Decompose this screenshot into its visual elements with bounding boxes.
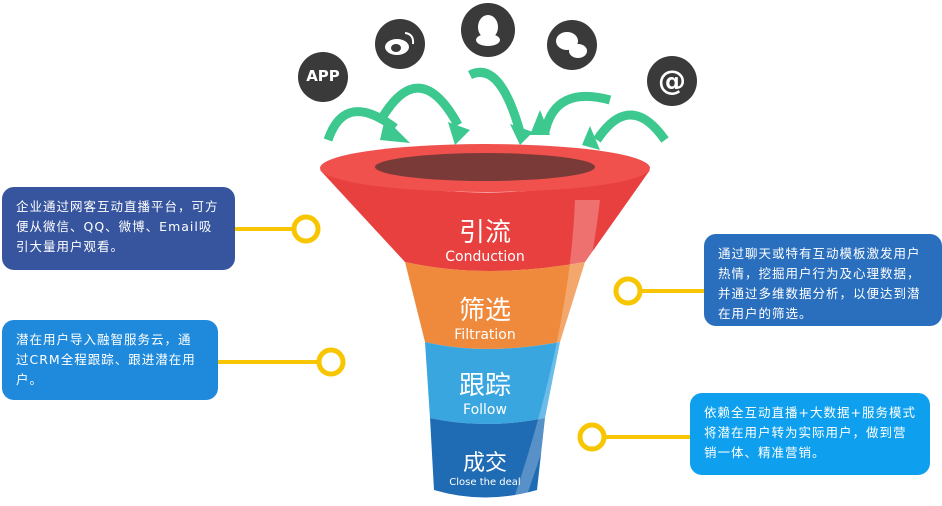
- note-follow: 潜在用户导入融智服务云，通过CRM全程跟踪、跟进潜在用户。: [2, 320, 218, 400]
- app-icon-bg: [298, 52, 348, 102]
- stage-subtitle: Conduction: [445, 249, 525, 265]
- stage-2-segment: [405, 262, 585, 349]
- note-close: 依赖全互动直播+大数据+服务模式将潜在用户转为实际用户，做到营销一体、精准营销。: [690, 393, 930, 475]
- stage-title: 引流: [458, 218, 511, 248]
- stage-subtitle: Close the deal: [449, 477, 521, 488]
- at-icon: @: [658, 64, 686, 97]
- qq-icon: [476, 15, 500, 46]
- at-icon-bg: [647, 56, 697, 106]
- note-conduction: 企业通过网客互动直播平台，可方便从微信、QQ、微博、Email吸引大量用户观看。: [2, 187, 235, 270]
- wechat-icon: [556, 32, 587, 58]
- funnel-highlight: [515, 200, 600, 495]
- note-filtration: 通过聊天或特有互动模板激发用户热情，挖掘用户行为及心理数据，并通过多维数据分析，…: [704, 234, 942, 326]
- arrows: [323, 67, 669, 143]
- stage-4-segment: [430, 418, 545, 498]
- funnel-opening: [375, 153, 595, 181]
- app-icon: APP: [306, 67, 340, 85]
- weibo-icon: [385, 32, 415, 55]
- stage-follow: 跟踪 Follow: [385, 365, 585, 418]
- connector-dot: [577, 422, 607, 452]
- connector-dot: [291, 214, 321, 244]
- stage-filtration: 筛选 Filtration: [385, 290, 585, 343]
- stage-title: 筛选: [458, 296, 511, 326]
- stage-close: 成交 Close the deal: [385, 445, 585, 488]
- connector-dot: [613, 276, 643, 306]
- stage-3-segment: [425, 342, 560, 424]
- stage-conduction: 引流 Conduction: [385, 212, 585, 265]
- stage-subtitle: Filtration: [454, 327, 516, 343]
- stage-title: 成交: [462, 451, 507, 476]
- stage-title: 跟踪: [458, 371, 511, 401]
- connectors: [218, 214, 705, 452]
- stage-1-segment: [320, 170, 650, 271]
- stage-subtitle: Follow: [463, 402, 507, 418]
- connector-dot: [316, 347, 346, 377]
